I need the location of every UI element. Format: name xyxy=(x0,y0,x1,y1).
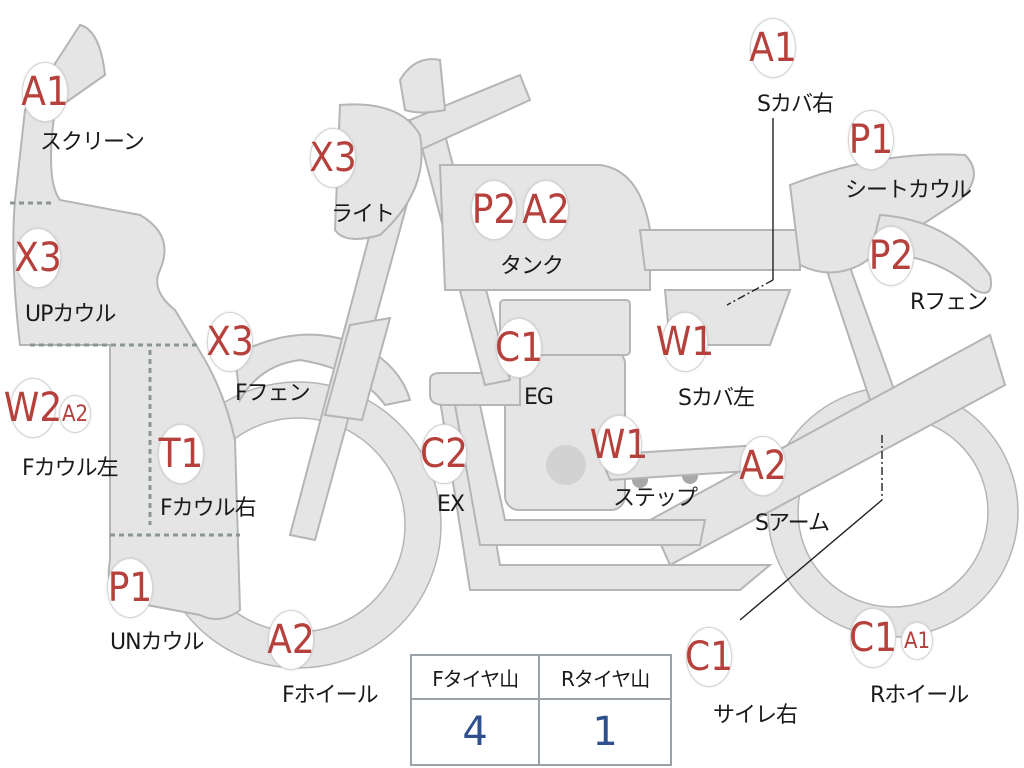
un-cowl-code-badge: P1 xyxy=(107,558,153,618)
f-fender-code-badge: X3 xyxy=(206,312,254,372)
light-code-badge: X3 xyxy=(309,128,357,188)
silencer-right-code-badge: C1 xyxy=(685,627,733,687)
eg-code-badge: C1 xyxy=(495,318,543,378)
silencer-right-label: サイレ右 xyxy=(713,703,798,728)
f-cowl-right-code-badge: T1 xyxy=(158,424,204,484)
eg-label: EG xyxy=(524,385,554,410)
step-code-badge: W1 xyxy=(590,415,648,475)
headlight-shape xyxy=(333,103,423,240)
un-cowl-label: UNカウル xyxy=(110,630,205,655)
ex-label: EX xyxy=(437,492,465,517)
s-arm-code-badge: A2 xyxy=(739,436,787,496)
tank-label: タンク xyxy=(500,254,564,279)
r-fender-label: Rフェン xyxy=(910,290,988,315)
seat-cowl-code-badge: P1 xyxy=(848,110,894,170)
r-wheel-code-badge-2: A1 xyxy=(901,622,933,660)
screen-label: スクリーン xyxy=(40,130,145,155)
r-fender-code-badge: P2 xyxy=(868,226,914,286)
rear-tire-tread-header: Rタイヤ山 xyxy=(538,654,672,700)
s-cover-left-code-badge: W1 xyxy=(656,312,714,372)
s-cover-left-label: Sカバ左 xyxy=(678,386,755,411)
seat-cowl-label: シートカウル xyxy=(845,178,972,203)
light-label: ライト xyxy=(331,202,395,227)
step-label: ステップ xyxy=(613,486,698,511)
f-cowl-left-label: Fカウル左 xyxy=(22,456,119,481)
s-arm-label: Sアーム xyxy=(755,511,830,536)
r-wheel-code-badge: C1 xyxy=(849,608,897,668)
ex-code-badge: C2 xyxy=(420,424,468,484)
swing-arm-shape xyxy=(648,333,1007,567)
tank-code-badge-2: A2 xyxy=(522,180,570,240)
up-cowl-label: UPカウル xyxy=(25,302,116,327)
s-cover-right-code-badge: A1 xyxy=(749,18,797,78)
front-tire-tread-value: 4 xyxy=(409,698,541,766)
rear-tire-tread-value: 1 xyxy=(538,698,672,766)
f-fender-label: Fフェン xyxy=(235,381,311,406)
tank-code-badge: P2 xyxy=(471,180,517,240)
screen-code-badge: A1 xyxy=(21,62,69,122)
up-cowl-code-badge: X3 xyxy=(14,228,62,288)
f-cowl-right-label: Fカウル右 xyxy=(160,496,257,521)
f-wheel-code-badge: A2 xyxy=(267,610,315,670)
f-wheel-label: Fホイール xyxy=(282,683,379,708)
f-cowl-left-code-badge-2: A2 xyxy=(59,395,91,433)
s-cover-right-label: Sカバ右 xyxy=(757,92,834,117)
r-wheel-label: Rホイール xyxy=(870,683,969,708)
tire-tread-table: Fタイヤ山 Rタイヤ山 4 1 xyxy=(409,654,672,766)
front-tire-tread-header: Fタイヤ山 xyxy=(409,654,541,700)
f-cowl-left-code-badge: W2 xyxy=(4,378,62,438)
